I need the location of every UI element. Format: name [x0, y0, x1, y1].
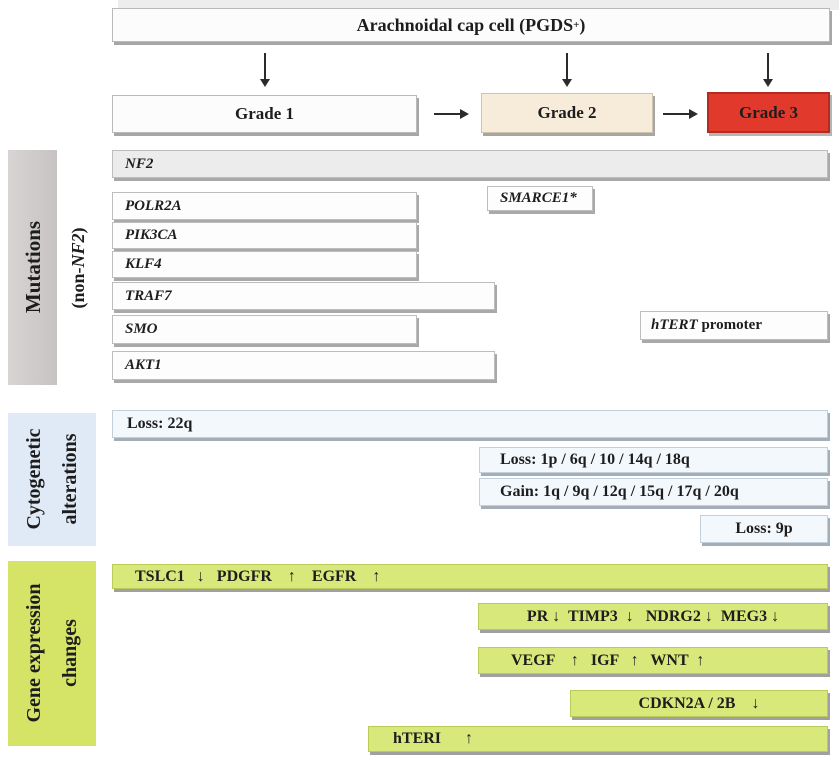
mutation-bar-htert-promoter: hTERT promoter — [640, 311, 828, 340]
mutations-section-label: Mutations — [20, 220, 45, 314]
gene-smo: SMO — [125, 321, 158, 337]
cytogenetic-bar-loss-22q: Loss: 22q — [112, 410, 828, 438]
grade2-label: Grade 2 — [537, 103, 597, 122]
grade2-box: Grade 2 — [481, 93, 653, 133]
expression-bar-cdkn2a-2b: CDKN2A / 2B ↓ — [570, 690, 828, 717]
right-arrow-icon — [663, 109, 698, 119]
scan-artifact-strip — [118, 0, 839, 10]
mutation-bar-akt1: AKT1 — [112, 351, 495, 380]
mutation-bar-polr2a: POLR2A — [112, 192, 417, 220]
expression-bar-tslc1-pdgfr-egfr: TSLC1 ↓ PDGFR ↑ EGFR ↑ — [112, 564, 828, 589]
title-close: ) — [579, 14, 586, 35]
mutation-bar-nf2: NF2 — [112, 150, 828, 178]
gene-pik3ca: PIK3CA — [125, 227, 178, 243]
expression-bar-vegf-igf-wnt: VEGF ↑ IGF ↑ WNT ↑ — [478, 647, 828, 674]
down-arrow-icon — [562, 53, 572, 87]
gene-smarce1: SMARCE1* — [500, 190, 577, 206]
gene-htert: hTERT — [651, 317, 698, 333]
title-text: Arachnoidal cap cell (PGDS — [356, 14, 574, 35]
mutation-bar-smo: SMO — [112, 315, 417, 344]
htert-promoter-word: promoter — [697, 317, 762, 333]
grade3-label: Grade 3 — [738, 102, 799, 122]
mutation-bar-klf4: KLF4 — [112, 251, 417, 278]
expression-section-label: Gene expression changes — [23, 583, 81, 723]
down-arrow-icon — [260, 53, 270, 87]
mutations-non-nf2-label: (non-NF2) — [67, 227, 88, 309]
cytogenetic-bar-loss-multi: Loss: 1p / 6q / 10 / 14q / 18q — [479, 447, 828, 473]
gene-polr2a: POLR2A — [125, 197, 182, 214]
cytogenetics-section-label-box — [8, 413, 96, 546]
grade1-box: Grade 1 — [112, 95, 417, 133]
expression-section-label-box — [8, 561, 96, 746]
expression-bar-pr-timp3-ndrg2-meg3: PR ↓ TIMP3 ↓ NDRG2 ↓ MEG3 ↓ — [478, 603, 828, 630]
gene-klf4: KLF4 — [125, 256, 162, 272]
grade3-box: Grade 3 — [707, 92, 830, 133]
mutations-section-label-box — [8, 150, 57, 385]
gene-traf7: TRAF7 — [125, 287, 172, 304]
gene-nf2: NF2 — [125, 155, 154, 172]
cytogenetic-bar-loss-9p: Loss: 9p — [700, 515, 828, 543]
mutation-bar-smarce1: SMARCE1* — [487, 186, 593, 211]
right-arrow-icon — [434, 109, 469, 119]
down-arrow-icon — [763, 53, 773, 87]
expression-bar-hteri: hTERI ↑ — [368, 726, 828, 752]
grade1-label: Grade 1 — [234, 104, 295, 123]
cytogenetic-bar-gain-multi: Gain: 1q / 9q / 12q / 15q / 17q / 20q — [479, 478, 828, 506]
gene-akt1: AKT1 — [125, 357, 162, 373]
cytogenetics-section-label: Cytogenetic alterations — [23, 428, 81, 530]
mutation-bar-traf7: TRAF7 — [112, 282, 495, 310]
mutation-bar-pik3ca: PIK3CA — [112, 222, 417, 249]
title-box: Arachnoidal cap cell (PGDS+) — [112, 8, 830, 42]
